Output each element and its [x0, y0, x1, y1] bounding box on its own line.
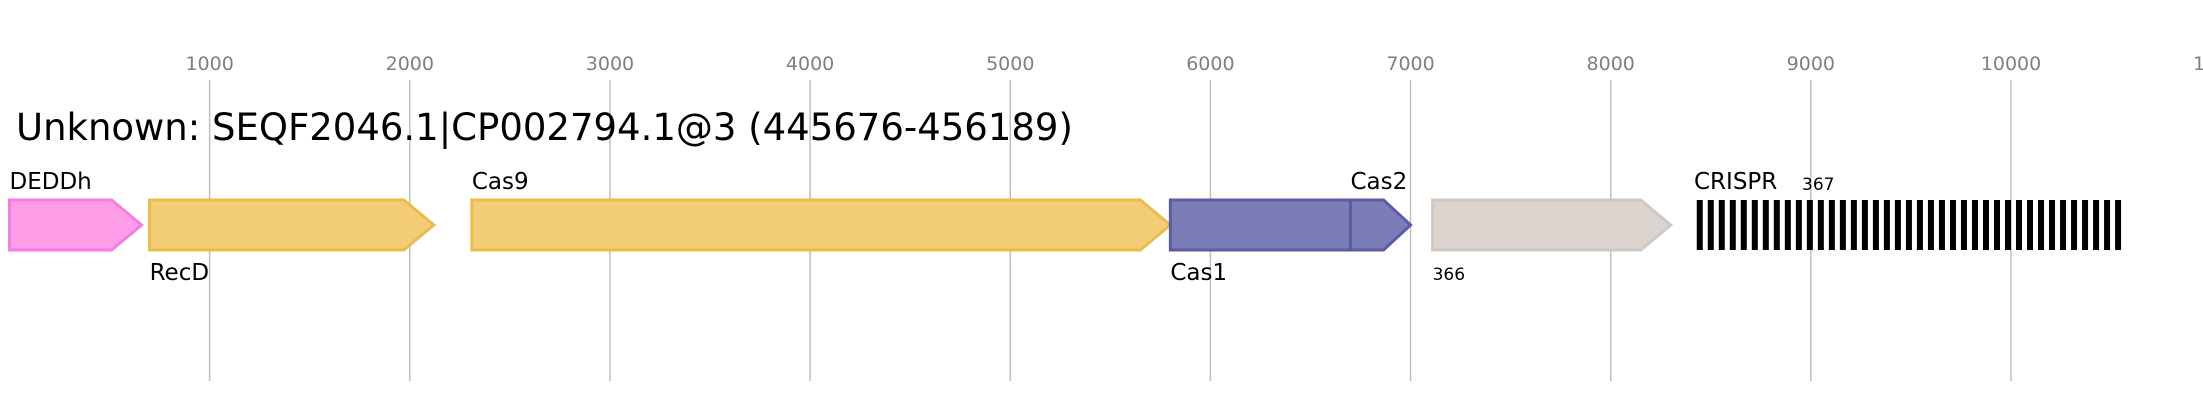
crispr-repeat: [1729, 200, 1736, 250]
crispr-repeat: [2104, 200, 2111, 250]
crispr-repeat: [1850, 200, 1857, 250]
gene-arrow-recd: [148, 198, 437, 252]
crispr-repeat: [1751, 200, 1758, 250]
crispr-repeat: [1806, 200, 1813, 250]
crispr-repeat: [2060, 200, 2067, 250]
gene-label-cas1: Cas1: [1170, 260, 1227, 286]
gene-label-g366: 366: [1433, 265, 1465, 285]
crispr-repeat: [2049, 200, 2056, 250]
crispr-repeat: [1938, 200, 1945, 250]
crispr-repeat: [1696, 200, 1703, 250]
tick-label: 10000: [1981, 53, 2041, 75]
crispr-array: CRISPR 367: [1694, 169, 2122, 250]
tick-label: 1000: [185, 53, 233, 75]
gene-label-cas2: Cas2: [1351, 169, 1408, 195]
crispr-repeat: [1949, 200, 1956, 250]
tick-label: 2000: [386, 53, 434, 75]
gene-label-dedd: DEDDh: [10, 169, 92, 195]
crispr-repeat: [2004, 200, 2011, 250]
crispr-repeat: [2071, 200, 2078, 250]
tick-label: 4000: [786, 53, 834, 75]
gene-arrow-cas2: [1349, 198, 1413, 252]
crispr-repeat: [1861, 200, 1868, 250]
tick-label: 8000: [1587, 53, 1635, 75]
gene-label-cas9: Cas9: [472, 169, 529, 195]
crispr-repeat: [1971, 200, 1978, 250]
crispr-repeat: [2115, 200, 2122, 250]
crispr-repeat: [2016, 200, 2023, 250]
crispr-repeat: [2038, 200, 2045, 250]
tick-label: 3000: [586, 53, 634, 75]
crispr-repeat: [1740, 200, 1747, 250]
tick-label: 6000: [1186, 53, 1234, 75]
crispr-repeat: [1839, 200, 1846, 250]
crispr-repeat: [1872, 200, 1879, 250]
crispr-repeat: [1960, 200, 1967, 250]
crispr-repeat: [1762, 200, 1769, 250]
gene-arrow-dedd: [8, 198, 144, 252]
crispr-repeat: [1982, 200, 1989, 250]
tick-label: 5000: [986, 53, 1034, 75]
crispr-repeat: [1707, 200, 1714, 250]
gene-arrow-g366: [1431, 198, 1674, 252]
gene-label-recd: RecD: [150, 260, 209, 286]
crispr-repeat: [2093, 200, 2100, 250]
crispr-repeat: [1916, 200, 1923, 250]
tick-label: 9000: [1787, 53, 1835, 75]
crispr-repeat: [1718, 200, 1725, 250]
crispr-repeat: [1817, 200, 1824, 250]
tick-label: 110: [2193, 53, 2203, 75]
crispr-repeat: [1993, 200, 2000, 250]
tick-label: 7000: [1386, 53, 1434, 75]
map-title: Unknown: SEQF2046.1|CP002794.1@3 (445676…: [16, 106, 1073, 149]
crispr-repeat: [1905, 200, 1912, 250]
crispr-repeat: [1894, 200, 1901, 250]
crispr-repeat: [1828, 200, 1835, 250]
gene-arrow-cas1: [1168, 198, 1381, 252]
crispr-repeat: [1795, 200, 1802, 250]
crispr-number: 367: [1802, 175, 1834, 195]
crispr-repeat: [1773, 200, 1780, 250]
crispr-repeat: [2082, 200, 2089, 250]
crispr-repeat: [1883, 200, 1890, 250]
crispr-repeat: [1784, 200, 1791, 250]
crispr-label: CRISPR: [1694, 169, 1777, 195]
crispr-repeat: [2027, 200, 2034, 250]
crispr-repeat: [1927, 200, 1934, 250]
gene-arrow-cas9: [470, 198, 1173, 252]
